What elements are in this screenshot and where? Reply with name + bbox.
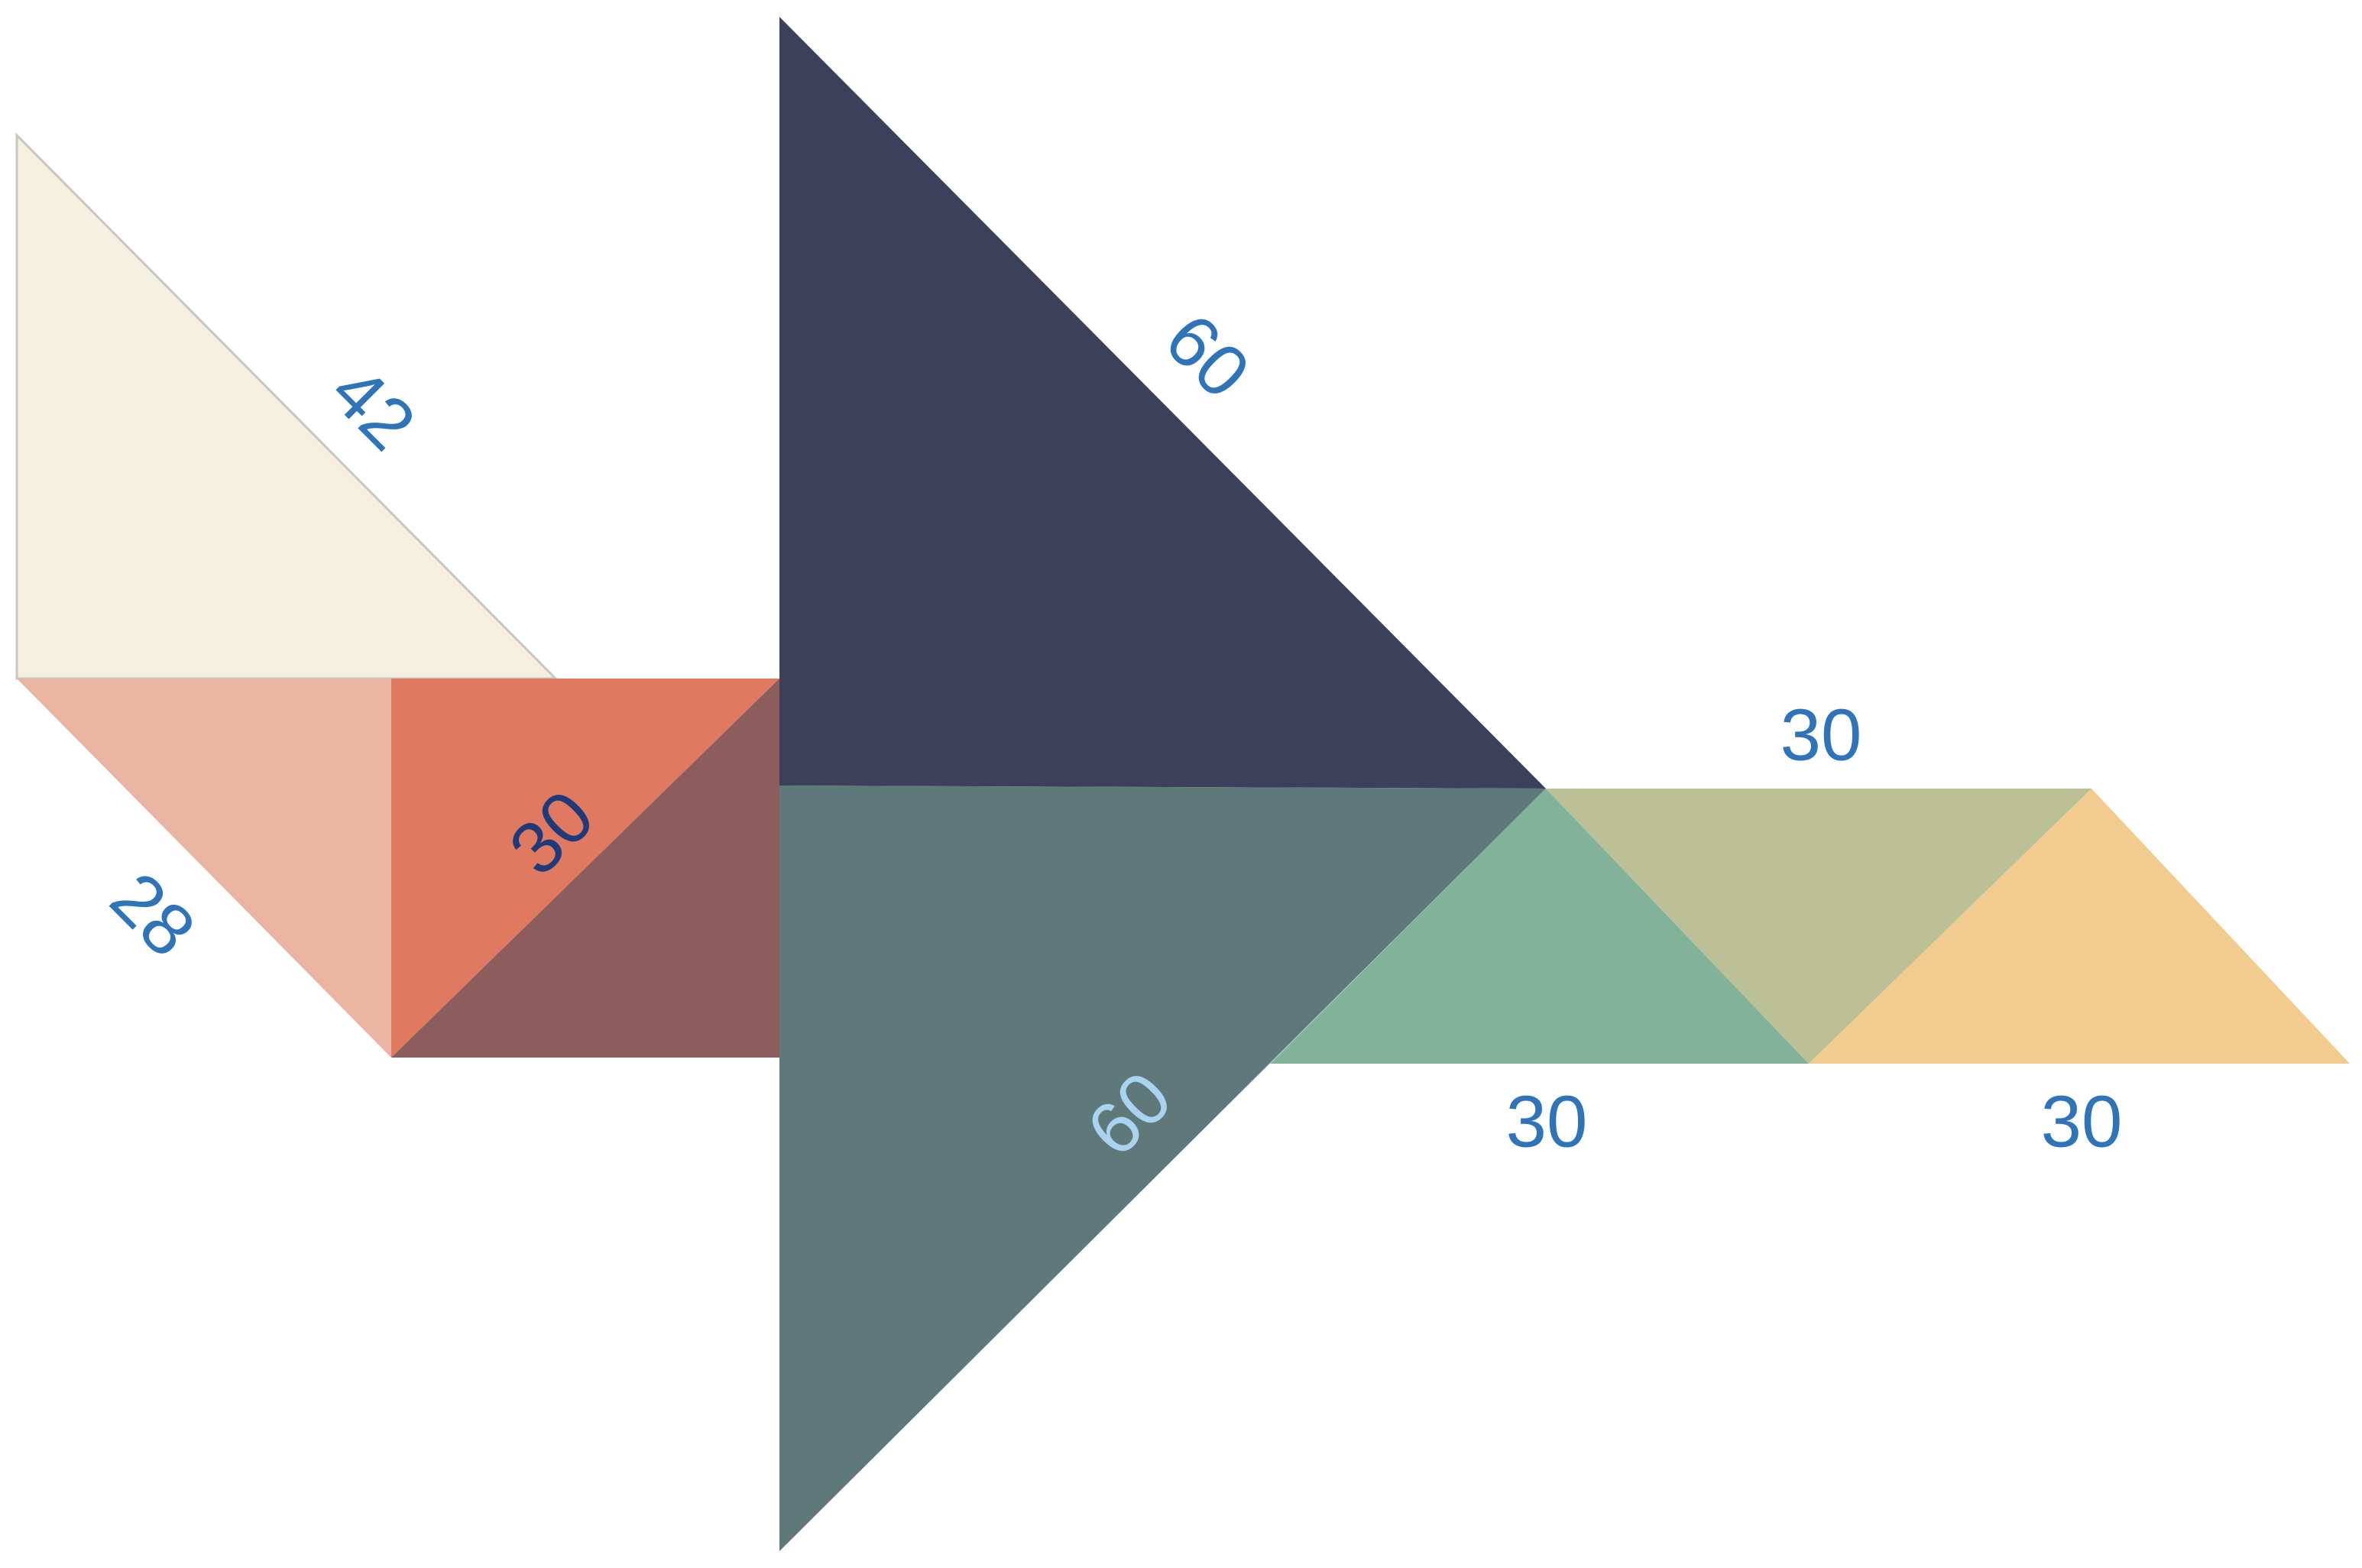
navy-triangle — [779, 17, 1546, 789]
navy-hypotenuse-label: 60 — [1149, 298, 1265, 413]
slate-triangle — [779, 786, 1546, 1551]
cream-hypotenuse-label: 42 — [315, 350, 430, 465]
peach-side-label: 28 — [95, 857, 210, 972]
sand-triangle — [1809, 789, 2350, 1064]
mint-triangle — [1270, 789, 1809, 1064]
peach-triangle — [17, 679, 391, 1058]
mint-bottom-label: 30 — [1506, 1081, 1588, 1163]
cream-triangle — [15, 132, 559, 680]
olive-top-label: 30 — [1780, 695, 1862, 776]
olive-triangle — [1546, 789, 2091, 1064]
sand-bottom-label: 30 — [2041, 1081, 2123, 1163]
maroon-triangle — [391, 679, 779, 1058]
